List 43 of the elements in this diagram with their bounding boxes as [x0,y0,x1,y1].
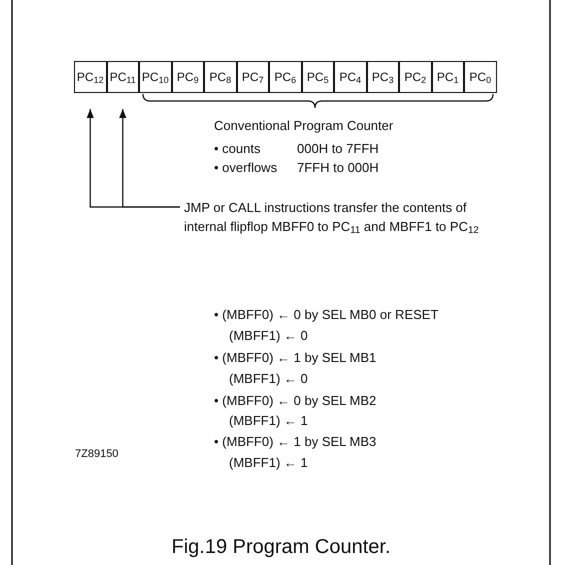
bit-name: PC$_{7}$ [242,70,264,84]
register-cell [366,61,399,93]
value-range: 7FFH to 000H [297,160,379,176]
assignment-text: • (MBFF0) ← 0 by SEL MB0 or RESET [214,307,438,323]
bit-name: PC$_{1}$ [436,70,459,84]
register-cell [464,61,496,93]
bit-name: PC$_{12}$ [76,70,104,84]
register-cell [172,61,204,93]
bit-name: PC$_{3}$ [372,70,394,84]
list-item: • counts [214,141,260,157]
bit-name: PC$_{5}$ [306,70,329,84]
register-cell [106,61,139,93]
assignment-text: (MBFF1) ← 1 [229,413,308,429]
register-cell [236,61,269,93]
assignment-text: • (MBFF0) ← 1 by SEL MB3 [214,434,376,450]
bit-name: PC$_{8}$ [209,70,232,84]
assignment-text: • (MBFF0) ← 0 by SEL MB2 [214,393,376,409]
register-cell [269,61,302,93]
register-cell [302,61,334,93]
register-cell [139,61,172,93]
bit-name: PC$_{0}$ [469,70,492,84]
note-text: JMP or CALL instructions transfer the contents of internal flipflop MBFF0 to PC$_{11}$ and MBFF1 to PC$_{12}$ [184,199,480,236]
value-range: 000H to 7FFH [297,141,379,157]
assignment-text: (MBFF1) ← 1 [229,455,308,471]
list-item: • overflows [214,160,278,176]
arrow [119,109,180,208]
register-cell [432,61,464,93]
register-cell [204,61,236,93]
bit-name: PC$_{11}$ [110,70,136,84]
assignment-text: (MBFF1) ← 0 [229,371,308,387]
heading: Conventional Program Counter [214,118,394,134]
assignment-text: • (MBFF0) ← 1 by SEL MB1 [214,350,376,366]
bit-name: PC$_{2}$ [404,70,426,84]
bit-name: PC$_{4}$ [339,70,362,84]
figure-code: 7Z89150 [75,447,118,462]
assignment-text: (MBFF1) ← 0 [229,328,308,344]
bit-name: PC$_{10}$ [142,70,169,84]
register-cell [399,61,432,93]
register-cell [74,61,106,93]
register-cell [334,61,366,93]
figure-caption: Fig.19 Program Counter. [170,536,392,559]
bit-name: PC$_{6}$ [274,70,296,84]
bit-name: PC$_{9}$ [176,70,199,84]
